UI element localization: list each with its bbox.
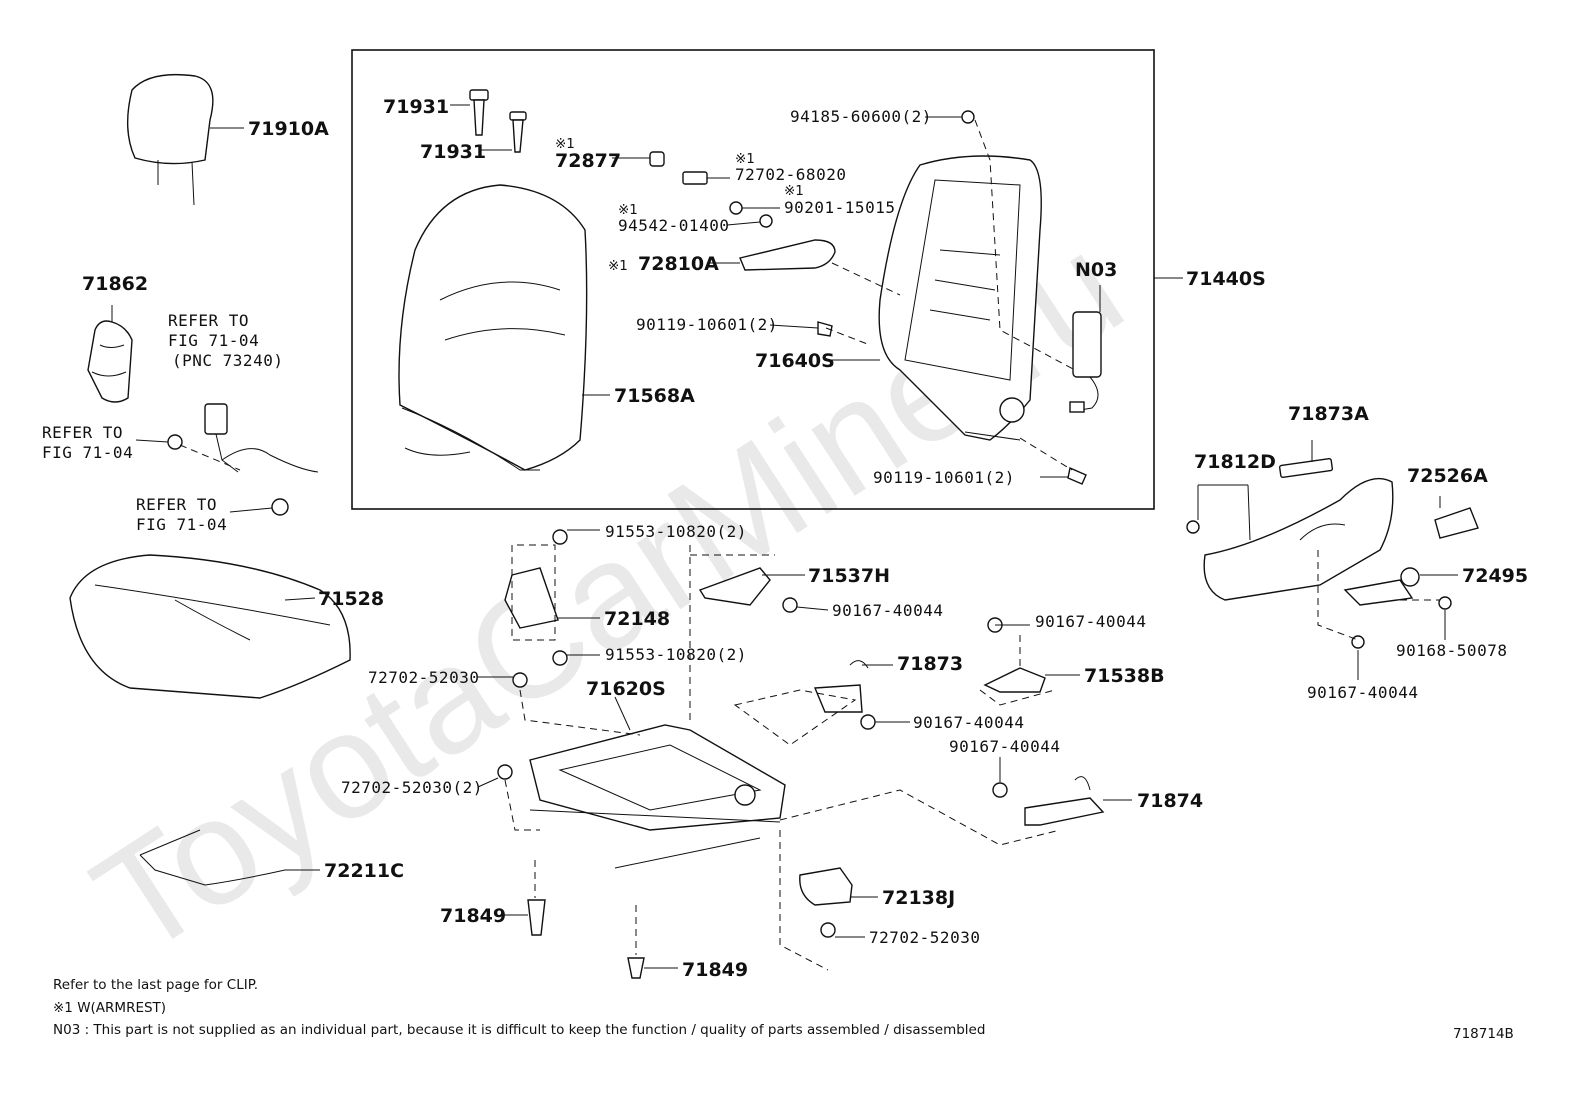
label-90201-15015: 90201-15015 [784, 198, 895, 217]
label-71873: 71873 [897, 653, 963, 675]
label-72877: 72877 [555, 150, 621, 172]
label-72138J: 72138J [882, 887, 955, 909]
label-72702-52030-c: 72702-52030 [869, 928, 980, 947]
label-90119-10601-lower: 90119-10601(2) [873, 468, 1015, 487]
refer2-line1: REFER TO [42, 423, 123, 442]
refer1-line3: (PNC 73240) [172, 351, 283, 370]
part-71873-illustration [813, 660, 876, 730]
part-71849-illustration [527, 899, 645, 979]
diagram-code: 718714B [1453, 1026, 1514, 1042]
label-71874: 71874 [1137, 790, 1203, 812]
refer1-line1: REFER TO [168, 311, 249, 330]
seatbelt-buckle-illustration [167, 403, 319, 516]
note-armrest: ※1 W(ARMREST) [53, 1000, 166, 1016]
label-72702-52030-b: 72702-52030(2) [341, 778, 483, 797]
label-71873A: 71873A [1288, 403, 1369, 425]
label-72526A: 72526A [1407, 465, 1488, 487]
label-72810A: 72810A [638, 253, 719, 275]
marker-94542-01400: ※1 [618, 202, 638, 218]
label-72495: 72495 [1462, 565, 1528, 587]
refer2-line2: FIG 71-04 [42, 443, 133, 462]
seat-cushion-illustration [69, 554, 351, 699]
assembly-dashed-lines [179, 119, 1440, 971]
label-71931-lower: 71931 [420, 141, 486, 163]
label-90119-10601-upper: 90119-10601(2) [636, 315, 778, 334]
label-71910A: 71910A [248, 118, 329, 140]
side-shield-illustration [1186, 457, 1479, 649]
marker-72877: ※1 [555, 136, 575, 152]
label-71862: 71862 [82, 273, 148, 295]
leader-lines [111, 104, 1458, 969]
label-91553-10820-lower: 91553-10820(2) [605, 645, 747, 664]
note-clip: Refer to the last page for CLIP. [53, 977, 258, 993]
refer1-line2: FIG 71-04 [168, 331, 259, 350]
label-90167-40044-d: 90167-40044 [949, 737, 1060, 756]
label-71537H: 71537H [808, 565, 890, 587]
label-91553-10820-upper: 91553-10820(2) [605, 522, 747, 541]
label-71849-a: 71849 [440, 905, 506, 927]
seat-frame-illustration [497, 672, 786, 869]
part-72148-illustration [504, 529, 568, 666]
label-90167-40044-b: 90167-40044 [1035, 612, 1146, 631]
seatback-group-frame [351, 49, 1155, 510]
label-72211C: 72211C [324, 860, 404, 882]
label-71528: 71528 [318, 588, 384, 610]
label-71640S: 71640S [755, 350, 835, 372]
label-72148: 72148 [604, 608, 670, 630]
marker-90201-15015: ※1 [784, 183, 804, 199]
label-71812D: 71812D [1194, 451, 1276, 473]
part-71874-illustration [992, 776, 1105, 826]
label-71931-upper: 71931 [383, 96, 449, 118]
part-N03-illustration [1069, 311, 1102, 413]
part-labels: 71910A 71931 71931 ※1 72877 ※1 72702-680… [42, 96, 1528, 981]
label-94185-60600: 94185-60600(2) [790, 107, 932, 126]
label-71440S: 71440S [1186, 268, 1266, 290]
marker-72702-68020: ※1 [735, 151, 755, 167]
note-n03: N03 : This part is not supplied as an in… [53, 1022, 985, 1038]
seatback-frame-illustration [878, 155, 1042, 441]
refer3-line2: FIG 71-04 [136, 515, 227, 534]
marker-72810A: ※1 [608, 258, 628, 274]
label-90168-50078: 90168-50078 [1396, 641, 1507, 660]
headrest-guide-illustration [469, 89, 527, 153]
label-72702-68020: 72702-68020 [735, 165, 846, 184]
label-90167-40044-c: 90167-40044 [913, 713, 1024, 732]
armrest-illustration [649, 110, 1087, 485]
label-N03: N03 [1075, 259, 1117, 281]
label-71538B: 71538B [1084, 665, 1165, 687]
label-72702-52030-a: 72702-52030 [368, 668, 479, 687]
label-90167-40044-right: 90167-40044 [1307, 683, 1418, 702]
refer3-line1: REFER TO [136, 495, 217, 514]
label-71849-b: 71849 [682, 959, 748, 981]
part-71862-illustration [87, 320, 133, 403]
label-90167-40044-a: 90167-40044 [832, 601, 943, 620]
label-71620S: 71620S [586, 678, 666, 700]
part-72138J-illustration [799, 867, 853, 938]
footnotes: Refer to the last page for CLIP. ※1 W(AR… [53, 977, 1514, 1042]
label-71568A: 71568A [614, 385, 695, 407]
label-94542-01400: 94542-01400 [618, 216, 729, 235]
headrest-illustration [126, 73, 214, 206]
seatback-cover-illustration [398, 184, 588, 471]
part-71537H-illustration [698, 567, 798, 613]
part-72211C-illustration [139, 829, 286, 886]
